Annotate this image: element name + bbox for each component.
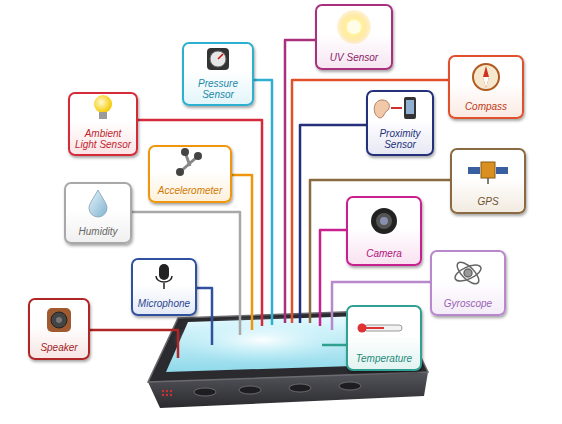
- sensor-box: Accelerometer: [148, 145, 232, 203]
- microphone-icon: [156, 264, 172, 289]
- sensor-label: GPS: [455, 196, 521, 207]
- wire: [197, 288, 212, 345]
- sensor-box: Gyroscope: [430, 250, 506, 316]
- phone-button: [239, 386, 261, 394]
- bulb-icon: [94, 95, 112, 119]
- sensor-label: Accelerometer: [153, 185, 227, 196]
- sensor-label: Pressure Sensor: [187, 78, 249, 100]
- wire: [232, 175, 252, 330]
- sensor-box: Temperature: [346, 305, 422, 371]
- compass-icon: [473, 64, 499, 90]
- phone-button: [339, 382, 361, 390]
- wire: [90, 330, 178, 358]
- wire: [322, 344, 346, 347]
- speaker-grill: [162, 390, 172, 396]
- sensor-label: Microphone: [136, 298, 192, 309]
- gauge-icon: [207, 48, 229, 70]
- sensor-label: Compass: [453, 101, 519, 112]
- drop-icon: [89, 190, 107, 217]
- camera-icon: [371, 208, 397, 234]
- sensor-label: Speaker: [33, 342, 85, 353]
- sensor-label: Camera: [351, 248, 417, 259]
- wire: [254, 80, 272, 325]
- gyroscope-icon: [453, 259, 483, 287]
- wire: [292, 80, 448, 323]
- sensor-label: UV Sensor: [320, 52, 388, 63]
- sun-icon: [337, 10, 371, 44]
- accelerometer-icon: [176, 148, 202, 176]
- sensor-label: Temperature: [351, 353, 417, 364]
- sensor-label: Proximity Sensor: [371, 128, 429, 150]
- sensor-label: Gyroscope: [435, 298, 501, 309]
- sensor-label: Humidity: [69, 226, 127, 237]
- proximity-icon: [374, 97, 416, 119]
- phone-body: [148, 310, 428, 408]
- wire: [132, 212, 240, 335]
- satellite-icon: [468, 162, 508, 184]
- thermometer-icon: [358, 324, 403, 333]
- speaker-icon: [47, 308, 71, 332]
- phone-button: [194, 388, 216, 396]
- sensor-label: Ambient Light Sensor: [73, 128, 133, 150]
- phone-button: [289, 384, 311, 392]
- sensor-box: Proximity Sensor: [366, 90, 434, 156]
